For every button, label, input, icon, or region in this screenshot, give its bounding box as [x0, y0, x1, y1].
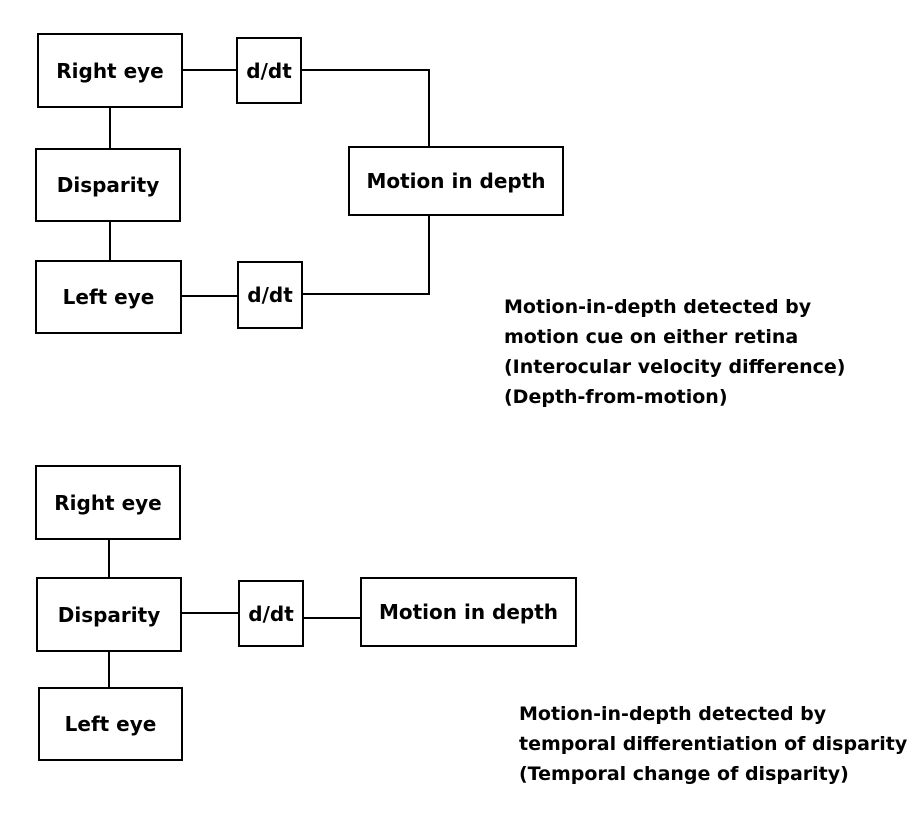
- right-eye-box-top: Right eye: [37, 33, 183, 108]
- motion-in-depth-label-top: Motion in depth: [366, 169, 546, 193]
- motion-in-depth-label-bottom: Motion in depth: [378, 600, 559, 624]
- caption-top-line-1: Motion-in-depth detected by: [504, 296, 812, 318]
- caption-top: Motion-in-depth detected by motion cue o…: [504, 292, 845, 412]
- disparity-label-bottom: Disparity: [57, 602, 161, 627]
- line-ddt-motion-upper: [302, 69, 430, 146]
- left-eye-label-top: Left eye: [62, 285, 155, 309]
- disparity-box-bottom: Disparity: [36, 577, 182, 652]
- right-eye-label-bottom: Right eye: [54, 490, 162, 515]
- ddt-box-left-top: d/dt: [237, 261, 303, 329]
- left-eye-label-bottom: Left eye: [64, 712, 157, 736]
- caption-bottom-line-1: Motion-in-depth detected by: [519, 703, 827, 725]
- motion-in-depth-box-top: Motion in depth: [348, 146, 564, 216]
- motion-in-depth-box-bottom: Motion in depth: [360, 577, 577, 647]
- caption-bottom-line-3: (Temporal change of disparity): [519, 763, 849, 785]
- right-eye-box-bottom: Right eye: [35, 465, 181, 540]
- ddt-box-bottom: d/dt: [238, 580, 304, 647]
- disparity-label-top: Disparity: [56, 173, 160, 197]
- ddt-box-right-top: d/dt: [236, 37, 302, 104]
- caption-bottom: Motion-in-depth detected by temporal dif…: [519, 699, 907, 789]
- caption-top-line-2: motion cue on either retina: [504, 326, 799, 348]
- left-eye-box-bottom: Left eye: [38, 687, 183, 761]
- ddt-label-right-top: d/dt: [246, 58, 292, 83]
- ddt-label-bottom: d/dt: [248, 601, 294, 626]
- caption-bottom-line-2: temporal differentiation of disparity: [519, 733, 908, 755]
- left-eye-box-top: Left eye: [35, 260, 182, 334]
- caption-top-line-4: (Depth-from-motion): [504, 386, 728, 408]
- line-ddt-motion-lower: [303, 215, 430, 295]
- caption-top-line-3: (Interocular velocity difference): [504, 356, 846, 378]
- right-eye-label-top: Right eye: [56, 58, 164, 83]
- disparity-box-top: Disparity: [35, 148, 181, 222]
- ddt-label-left-top: d/dt: [247, 283, 293, 307]
